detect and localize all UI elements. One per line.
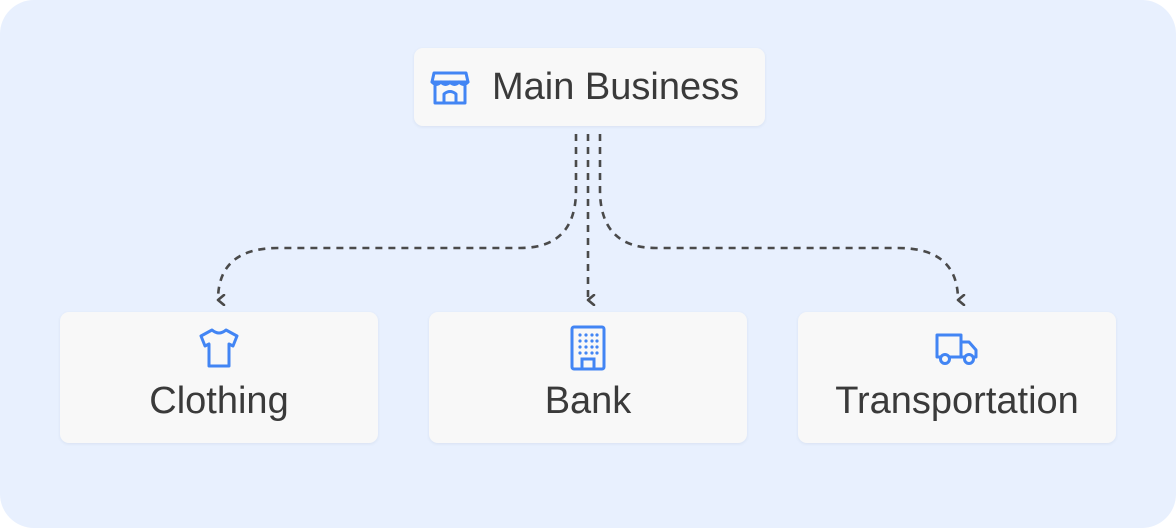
main-business-node: Main Business (414, 48, 765, 126)
transportation-node: Transportation (798, 312, 1116, 443)
office-building-icon (429, 324, 747, 372)
storefront-icon (428, 65, 472, 109)
bank-label: Bank (544, 380, 632, 422)
connector-to-transportation (598, 134, 958, 300)
truck-icon (798, 324, 1116, 372)
tshirt-icon (60, 324, 378, 372)
transportation-label: Transportation (835, 380, 1079, 422)
bank-node: Bank (429, 312, 747, 443)
clothing-label: Clothing (149, 380, 289, 422)
main-business-label: Main Business (492, 65, 740, 108)
connector-to-clothing (218, 134, 578, 300)
clothing-node: Clothing (60, 312, 378, 443)
